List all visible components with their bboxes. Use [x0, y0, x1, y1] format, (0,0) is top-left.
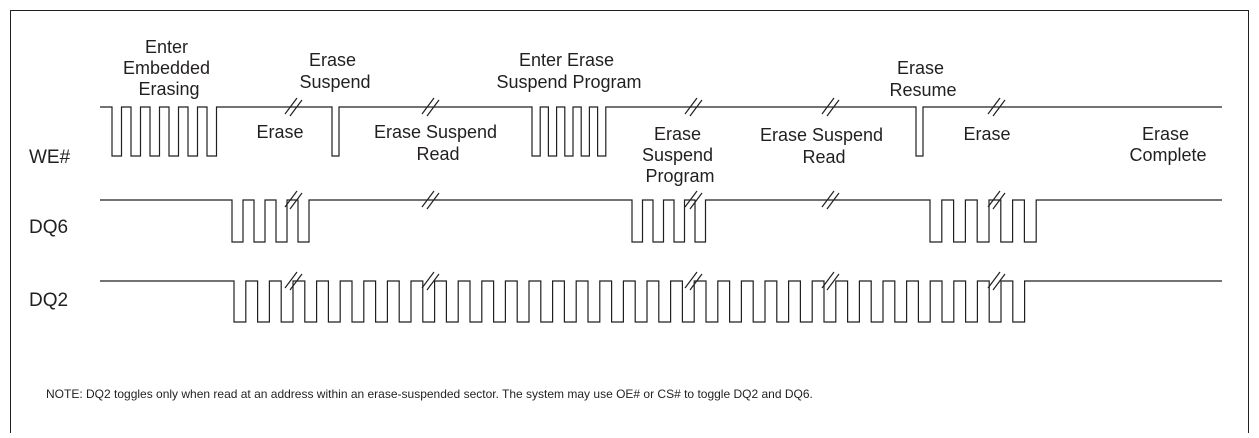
break-mark-10 — [987, 190, 1006, 210]
diagram-frame — [10, 10, 1249, 433]
break-mark-9 — [821, 190, 840, 210]
break-mark-7 — [421, 190, 440, 210]
break-mark-15 — [987, 271, 1006, 291]
label-erase-suspend-program: Erase Suspend Program — [642, 124, 718, 186]
signal-name-dq2: DQ2 — [29, 290, 68, 311]
label-erase-1: Erase — [256, 122, 303, 142]
signal-name-we: WE# — [29, 147, 71, 168]
break-mark-12 — [421, 271, 440, 291]
label-erase-suspend: Erase Suspend — [299, 50, 370, 92]
label-erase-suspend-read-2: Erase Suspend Read — [760, 125, 888, 167]
label-erase-suspend-read-1: Erase Suspend Read — [374, 122, 502, 164]
label-erase-complete: Erase Complete — [1129, 124, 1206, 165]
break-mark-8 — [684, 190, 703, 210]
dq6-waveform — [100, 199, 1222, 243]
label-enter-erase-suspend-program: Enter Erase Suspend Program — [496, 50, 641, 92]
signal-name-dq6: DQ6 — [29, 217, 68, 238]
break-mark-5 — [987, 97, 1006, 117]
break-mark-1 — [284, 97, 303, 117]
dq2-waveform — [100, 280, 1222, 323]
break-mark-4 — [821, 97, 840, 117]
label-enter-embedded-erasing: Enter Embedded Erasing — [123, 37, 215, 99]
break-mark-11 — [284, 271, 303, 291]
break-mark-13 — [684, 271, 703, 291]
label-erase-2: Erase — [963, 124, 1010, 144]
break-mark-6 — [284, 190, 303, 210]
we-waveform — [100, 106, 1222, 157]
break-mark-2 — [421, 97, 440, 117]
footnote: NOTE: DQ2 toggles only when read at an a… — [46, 387, 813, 401]
break-mark-3 — [684, 97, 703, 117]
label-erase-resume: Erase Resume — [889, 58, 956, 100]
break-mark-14 — [821, 271, 840, 291]
